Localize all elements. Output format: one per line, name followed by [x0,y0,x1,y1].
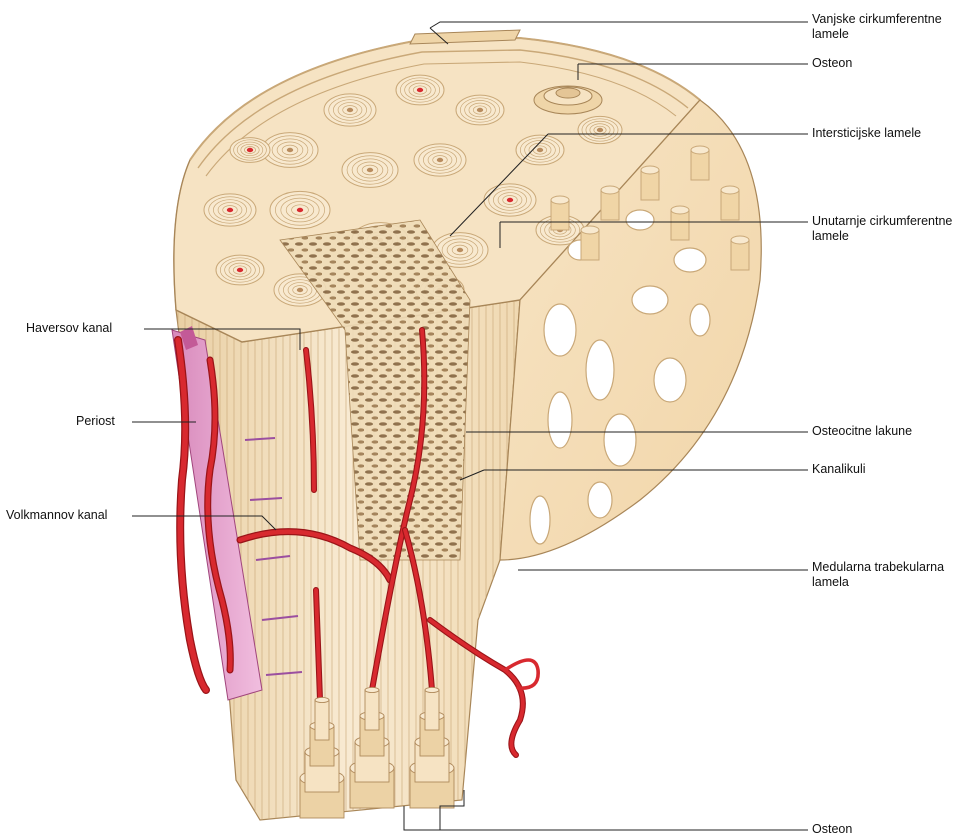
marrow-cavity [626,210,654,230]
haversian-canal-dot [297,288,303,292]
trabecula [671,206,689,240]
haversian-canal-dot [237,268,243,272]
label-haversian-canal: Haversov kanal [26,321,112,336]
osteon-ring [204,194,256,226]
label-periosteum: Periost [76,414,115,429]
osteon-ring [216,255,264,285]
osteon-ring [396,75,444,105]
haversian-canal-dot [437,158,443,162]
osteon-ring [342,153,398,188]
marrow-cavity [586,340,614,400]
label-osteon-bottom: Osteon [812,822,852,837]
marrow-cavity [674,248,706,272]
haversian-canal-dot [287,148,293,152]
label-volkmann-canal: Volkmannov kanal [6,508,107,523]
osteon-cylinder-top [534,86,602,114]
osteon-ring [324,94,376,126]
haversian-canal-dot [477,108,483,112]
label-osteon-top: Osteon [812,56,852,71]
osteon-ring [270,191,330,228]
trabecula [731,236,749,270]
haversian-canal-dot [507,198,513,202]
label-interstitial-lamellae: Intersticijske lamele [812,126,921,141]
label-medullary-trabecular-lamella: Medularna trabekularna lamela [812,560,962,590]
osteon-ring [456,95,504,125]
osteon-ring [578,116,622,143]
haversian-canal-dot [227,208,233,212]
haversian-canal-dot [247,148,253,152]
haversian-canal-dot [537,148,543,152]
osteon-ring [414,144,466,176]
osteon-ring [230,138,270,163]
marrow-cavity [548,392,572,448]
protruding-osteons [300,687,454,818]
marrow-cavity [654,358,686,402]
label-inner-circumferential-lamellae: Unutarnje cirkumferentne lamele [812,214,962,244]
marrow-cavity [544,304,576,356]
trabecula [641,166,659,200]
trabecula [721,186,739,220]
marrow-cavity [632,286,668,314]
haversian-canal-dot [417,88,423,92]
trabecula [691,146,709,180]
label-canaliculi: Kanalikuli [812,462,866,477]
osteon-ring [484,184,536,216]
marrow-cavity [604,414,636,466]
label-outer-circumferential-lamellae: Vanjske cirkumferentne lamele [812,12,972,42]
marrow-cavity [588,482,612,518]
haversian-canal-dot [347,108,353,112]
haversian-canal-dot [297,208,303,212]
label-osteocyte-lacunae: Osteocitne lakune [812,424,912,439]
haversian-canal-dot [367,168,373,172]
trabecula [601,186,619,220]
marrow-cavity [690,304,710,336]
haversian-canal-dot [597,128,603,132]
marrow-cavity [530,496,550,544]
trabecula [551,196,569,230]
haversian-canal-dot [457,248,463,252]
trabecula [581,226,599,260]
